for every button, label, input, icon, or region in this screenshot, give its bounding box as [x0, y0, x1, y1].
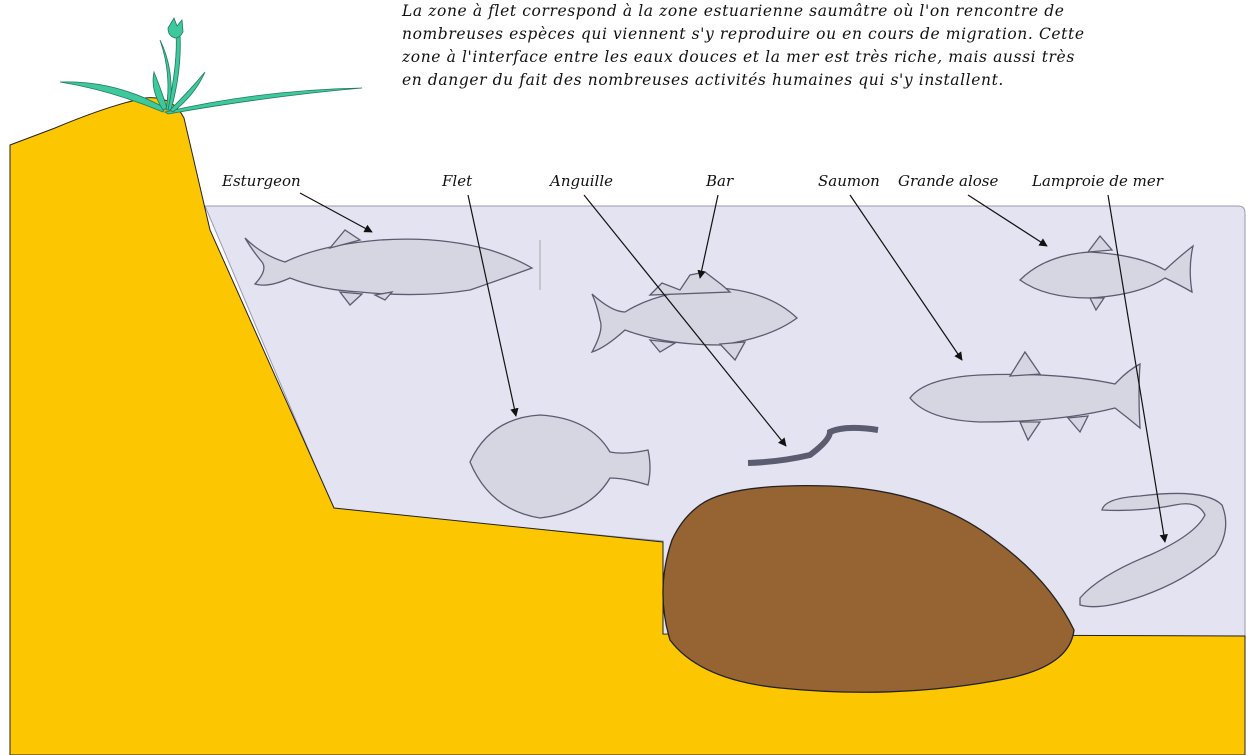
label-grande-alose: Grande alose	[898, 172, 998, 190]
label-esturgeon: Esturgeon	[221, 172, 301, 190]
label-flet: Flet	[441, 172, 473, 190]
caption-text: La zone à flet correspond à la zone estu…	[402, 0, 1230, 92]
label-lamproie: Lamproie de mer	[1031, 172, 1164, 190]
plant-icon	[60, 18, 362, 114]
label-bar: Bar	[705, 172, 734, 190]
label-anguille: Anguille	[548, 172, 613, 190]
label-saumon: Saumon	[818, 172, 880, 190]
